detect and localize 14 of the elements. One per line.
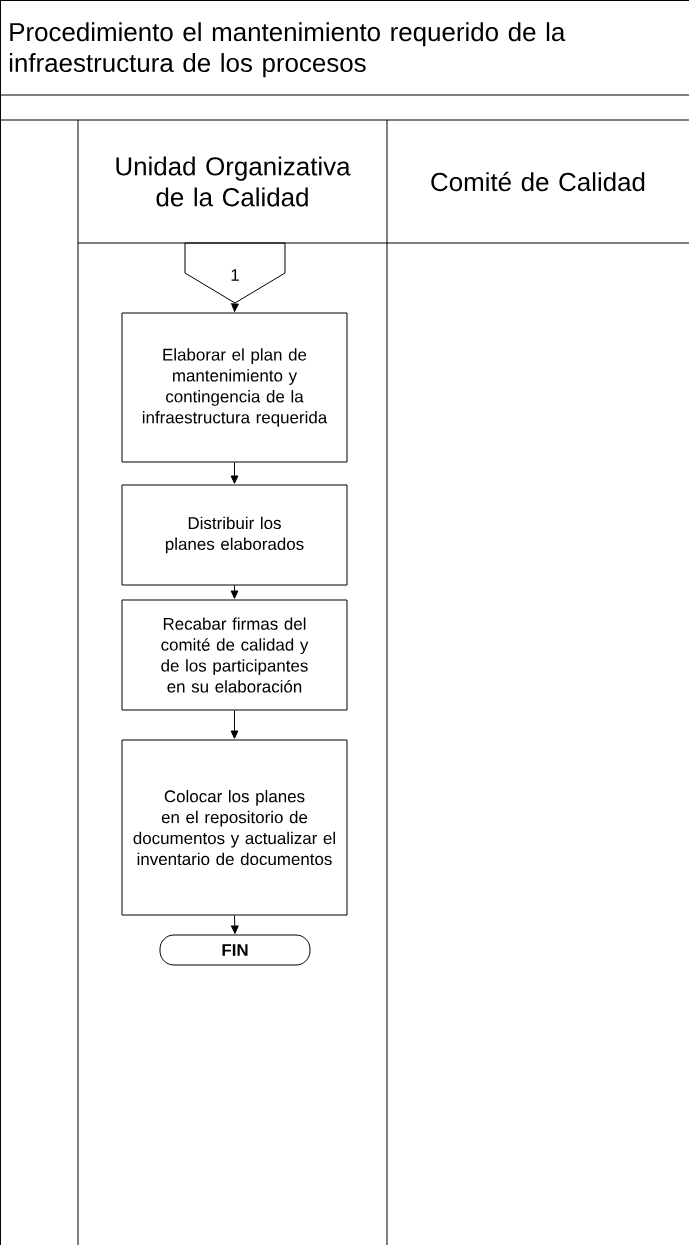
- lane-header: Comité de Calidad: [431, 171, 645, 192]
- off-page-connector: 1: [184, 242, 286, 304]
- process-box: Elaborar el plan de mantenimiento y contingencia de la infraestructura requerida: [121, 312, 348, 463]
- arrow: [230, 710, 239, 739]
- title: Procedimiento el mantenimiento requerido de la infraestructura de los procesos: [9, 22, 566, 78]
- process-box: Colocar los planes en el repositorio de documentos y actualizar el inventario de documentos: [121, 739, 348, 916]
- lane-header: Unidad Organizativa de la Calidad: [116, 156, 351, 207]
- arrow: [231, 302, 239, 312]
- arrow: [230, 462, 239, 484]
- arrow: [230, 585, 239, 599]
- process-box: Distribuir los planes elaborados: [121, 484, 348, 586]
- terminator: FIN: [159, 934, 311, 966]
- process-box: Recabar firmas del comité de calidad y de los participantes en su elaboración: [121, 599, 348, 711]
- arrow: [230, 915, 239, 934]
